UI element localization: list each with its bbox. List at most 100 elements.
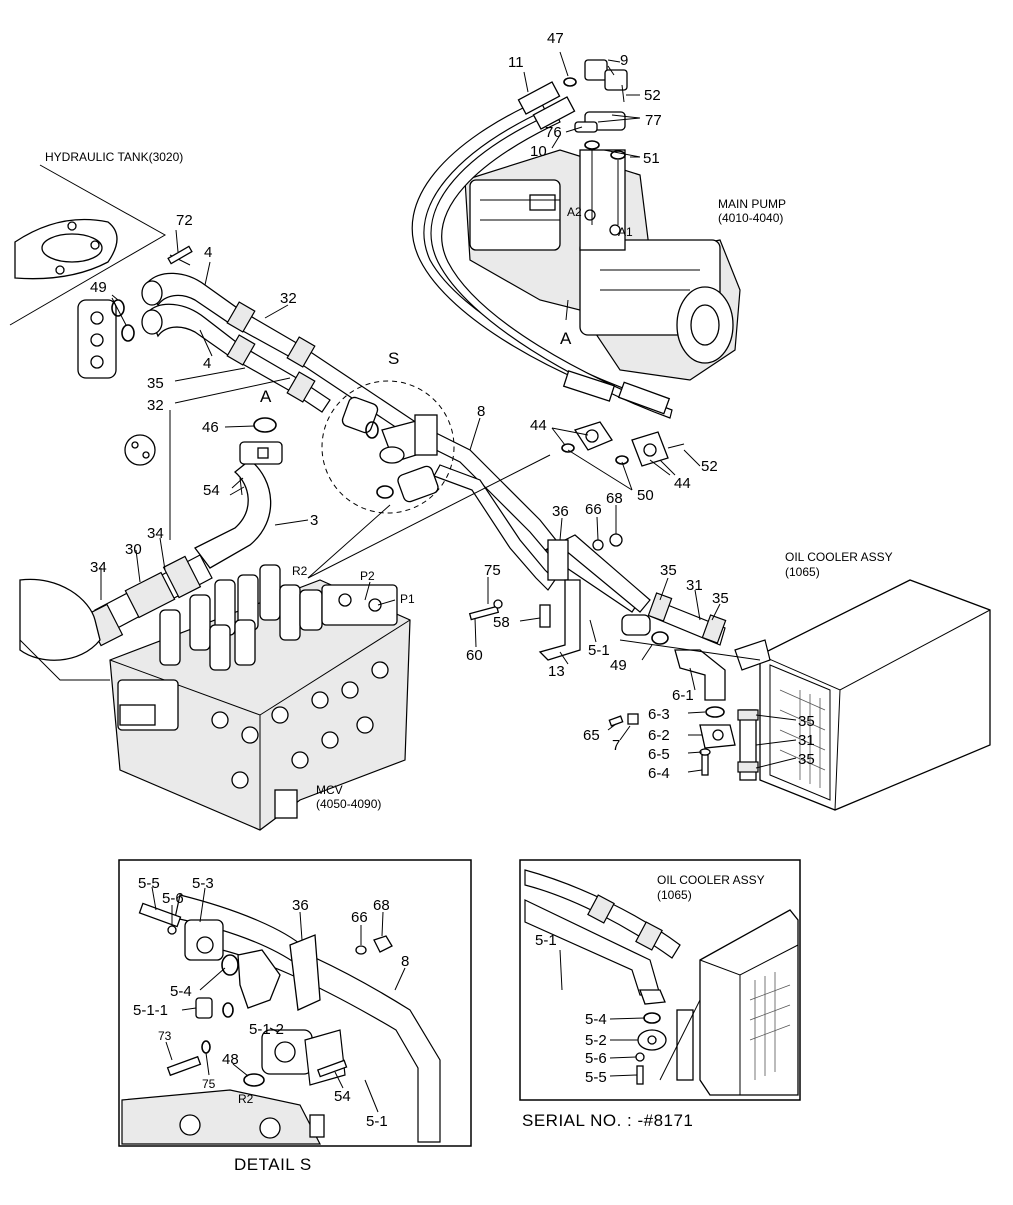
serial-label-oil-cooler-code: (1065) xyxy=(657,888,692,902)
part-numbers: 47 9 11 52 77 76 10 51 72 4 49 32 4 35 3… xyxy=(90,30,815,782)
label-mcv: MCV xyxy=(316,783,343,797)
part-number: 31 xyxy=(686,577,703,594)
main-labels: HYDRAULIC TANK(3020) MAIN PUMP (4010-404… xyxy=(45,150,893,811)
part-number: 7 xyxy=(612,737,620,754)
label-main-pump-code: (4010-4040) xyxy=(718,211,783,225)
part-number: 31 xyxy=(798,732,815,749)
part-number: 34 xyxy=(90,559,107,576)
label-oil-cooler: OIL COOLER ASSY xyxy=(785,550,893,564)
pump-fittings xyxy=(563,59,628,225)
part-number: 5-1 xyxy=(588,642,610,659)
pump-flanges-44 xyxy=(561,421,685,467)
part-number: 51 xyxy=(643,150,660,167)
part-number: 35 xyxy=(798,713,815,730)
serial-part-number: 5-5 xyxy=(585,1069,607,1086)
serial-part-number: 5-1 xyxy=(535,932,557,949)
detail-part-number: 48 xyxy=(222,1051,239,1068)
label-section-s: S xyxy=(388,349,399,368)
o-ring-49 xyxy=(121,324,135,342)
part-number: 54 xyxy=(203,482,220,499)
detail-part-number: 5-1-2 xyxy=(249,1021,284,1038)
part-number: 35 xyxy=(147,375,164,392)
label-mcv-code: (4050-4090) xyxy=(316,797,381,811)
part-number: 4 xyxy=(204,244,212,261)
serial-caption: SERIAL NO. : -#8171 xyxy=(522,1111,693,1130)
hose-30 xyxy=(19,554,213,681)
part-number: 66 xyxy=(585,501,602,518)
hardware xyxy=(468,533,711,776)
label-hydraulic-tank: HYDRAULIC TANK(3020) xyxy=(45,150,183,164)
part-number: 6-4 xyxy=(648,765,670,782)
label-main-pump: MAIN PUMP xyxy=(718,197,786,211)
label-section-a: A xyxy=(260,387,272,406)
section-s-circle xyxy=(321,380,455,514)
detail-part-number: 75 xyxy=(202,1077,216,1091)
flange-plate xyxy=(77,299,117,379)
part-number: 52 xyxy=(701,458,718,475)
detail-part-number: 36 xyxy=(292,897,309,914)
detail-part-number: 5-4 xyxy=(170,983,192,1000)
part-number: 6-5 xyxy=(648,746,670,763)
detail-s-panel xyxy=(118,859,472,1147)
part-number: 49 xyxy=(90,279,107,296)
part-number: 6-1 xyxy=(672,687,694,704)
part-number: 11 xyxy=(508,54,524,71)
detail-part-number: 8 xyxy=(401,953,409,970)
label-port-r2: R2 xyxy=(292,564,308,578)
part-number: 65 xyxy=(583,727,600,744)
main-pump xyxy=(464,149,741,381)
part-number: 47 xyxy=(547,30,564,47)
detail-part-number: 66 xyxy=(351,909,368,926)
part-number: 6-2 xyxy=(648,727,670,744)
oil-cooler xyxy=(734,579,991,811)
part-number: 58 xyxy=(493,614,510,631)
part-number: 50 xyxy=(637,487,654,504)
part-number: 75 xyxy=(484,562,501,579)
part-number: 30 xyxy=(125,541,142,558)
part-number: 68 xyxy=(606,490,623,507)
part-number: 49 xyxy=(610,657,627,674)
leader-lines xyxy=(100,51,797,773)
serial-part-number: 5-6 xyxy=(585,1050,607,1067)
detail-s-labels: 5-5 5-6 5-3 36 66 68 8 5-4 5-1-1 5-1-2 7… xyxy=(133,875,409,1174)
detail-part-number: R2 xyxy=(238,1092,254,1106)
part-number: 77 xyxy=(645,112,662,129)
label-port-p1: P1 xyxy=(400,592,415,606)
pump-hoses xyxy=(411,81,673,419)
serial-part-number: 5-4 xyxy=(585,1011,607,1028)
part-number: 60 xyxy=(466,647,483,664)
label-port-a1: A1 xyxy=(618,225,633,239)
hose-31 xyxy=(647,592,759,781)
part-number: 44 xyxy=(530,417,547,434)
hydraulic-tank xyxy=(9,164,167,326)
part-number: 72 xyxy=(176,212,193,229)
part-number: 44 xyxy=(674,475,691,492)
part-number: 13 xyxy=(548,663,565,680)
hose-32 xyxy=(226,301,421,439)
tube-5-1 xyxy=(538,534,669,661)
part-number: 3 xyxy=(310,512,318,529)
part-number: 76 xyxy=(545,124,562,141)
part-number: 46 xyxy=(202,419,219,436)
part-number: 10 xyxy=(530,143,547,160)
detail-part-number: 5-1-1 xyxy=(133,1002,168,1019)
detail-part-number: 68 xyxy=(373,897,390,914)
part-number: 9 xyxy=(620,52,628,69)
label-port-a2: A2 xyxy=(567,205,582,219)
part-number: 34 xyxy=(147,525,164,542)
part-number: 35 xyxy=(798,751,815,768)
part-number: 35 xyxy=(712,590,729,607)
part-number: 32 xyxy=(280,290,297,307)
label-section-a-pump: A xyxy=(560,329,572,348)
part-number: 32 xyxy=(147,397,164,414)
part-number: 8 xyxy=(477,403,485,420)
label-oil-cooler-code: (1065) xyxy=(785,565,820,579)
detail-part-number: 5-5 xyxy=(138,875,160,892)
detail-part-number: 5-3 xyxy=(192,875,214,892)
serial-detail-labels: OIL COOLER ASSY (1065) 5-1 5-4 5-2 5-6 5… xyxy=(522,873,765,1130)
part-number: 6-3 xyxy=(648,706,670,723)
section-s-parts xyxy=(341,396,439,503)
serial-label-oil-cooler: OIL COOLER ASSY xyxy=(657,873,765,887)
cover-plate xyxy=(124,434,156,466)
